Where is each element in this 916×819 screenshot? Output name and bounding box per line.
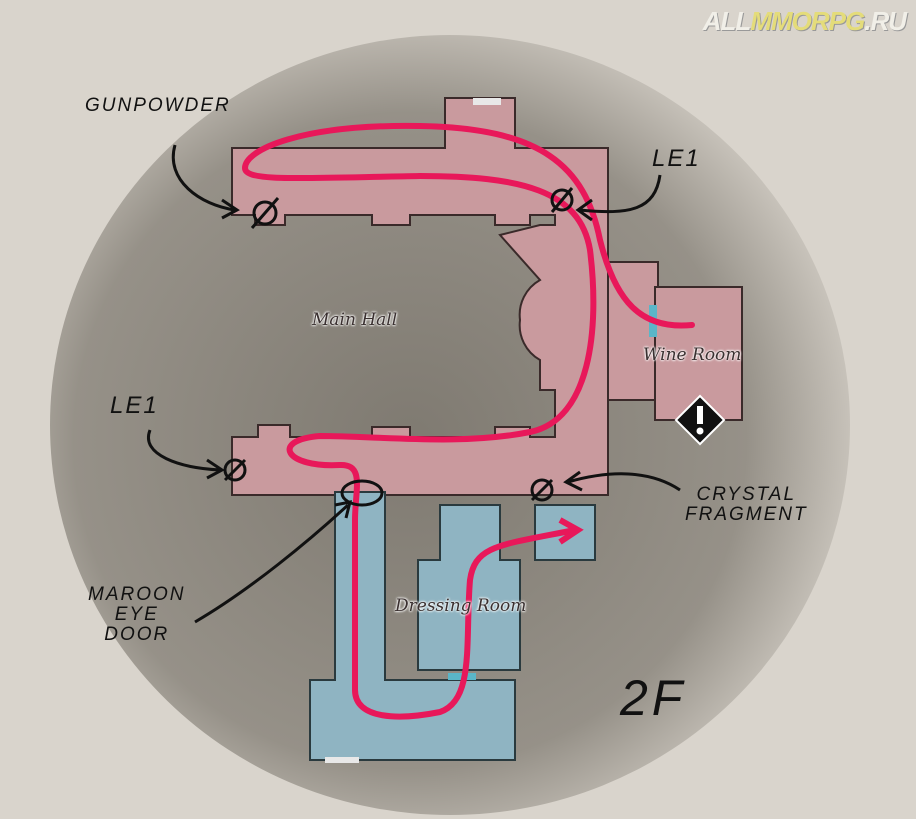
annotation-line: CRYSTAL: [696, 484, 797, 505]
item-marker-icon: [530, 478, 554, 502]
door-marker-top: [473, 98, 501, 105]
dressing-room-corridor: [309, 491, 516, 761]
watermark: ALLMMORPG.RU: [702, 6, 907, 37]
route-arrow-icon: [558, 517, 584, 545]
watermark-part: ALL: [702, 6, 752, 36]
route-path: [241, 122, 695, 720]
annotation-gunpowder: GUNPOWDER: [85, 95, 231, 116]
item-marker-icon: [223, 458, 247, 482]
objective-alert-icon[interactable]: [674, 394, 726, 446]
annotation-le1-top: LE1: [652, 145, 701, 172]
watermark-part: MMORPG: [750, 6, 865, 36]
room-label-dressing-room: Dressing Room: [395, 596, 527, 616]
item-marker-icon: [550, 187, 574, 213]
annotation-crystal-fragment: CRYSTAL FRAGMENT: [685, 485, 808, 525]
map-fog: [50, 35, 850, 815]
annotation-line: FRAGMENT: [685, 503, 808, 525]
visited-rooms: [231, 97, 743, 496]
maroon-door-circle: [340, 479, 384, 507]
le1-top-arrow: [575, 174, 662, 222]
room-label-main-hall: Main Hall: [312, 310, 398, 330]
door-marker-bottom: [325, 757, 359, 763]
annotation-line: EYE: [114, 603, 159, 625]
le1-left-arrow: [146, 429, 225, 480]
annotation-line: MAROON: [88, 584, 186, 605]
annotation-maroon-eye-door: MAROON EYE DOOR: [88, 585, 186, 645]
maroon-arrow: [194, 500, 353, 624]
watermark-part: .RU: [864, 6, 907, 36]
room-label-wine-room: Wine Room: [643, 345, 742, 365]
annotation-le1-left: LE1: [110, 392, 159, 419]
item-marker-icon: [250, 197, 280, 229]
crystal-arrow: [563, 470, 681, 492]
floor-label: 2F: [620, 670, 687, 726]
gunpowder-arrow: [171, 144, 240, 220]
annotation-line: DOOR: [104, 623, 170, 645]
